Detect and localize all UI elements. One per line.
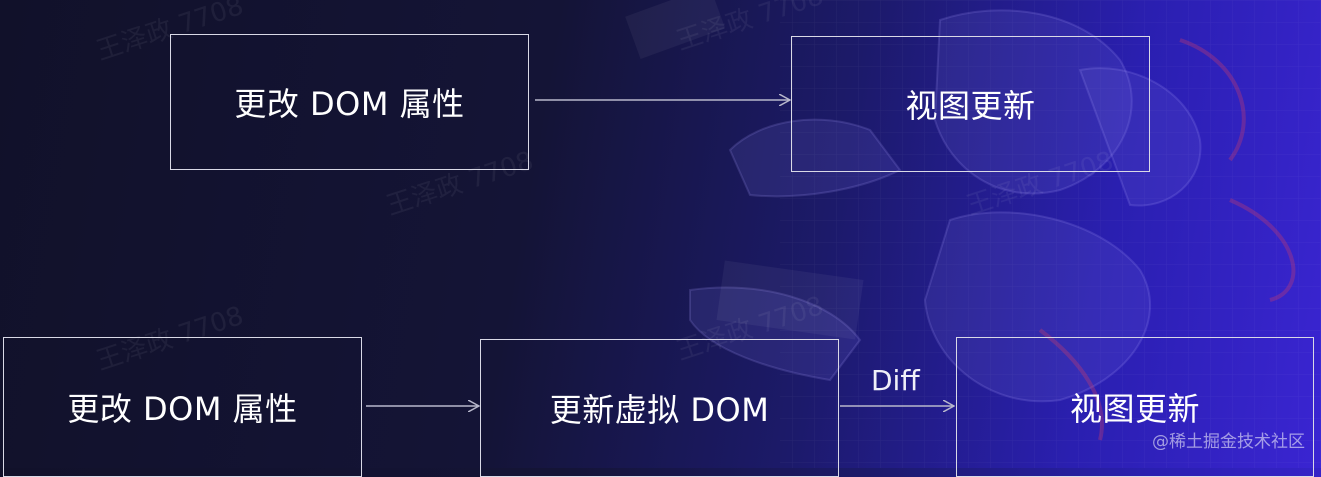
row1-view-update-label: 视图更新: [905, 87, 1036, 125]
row2-virtual-dom-label: 更新虚拟 DOM: [549, 391, 770, 429]
row2-change-dom-box: 更改 DOM 属性: [3, 337, 362, 477]
diff-edge-label: Diff: [871, 364, 920, 397]
row2-view-update-box: 视图更新: [956, 337, 1314, 477]
row1-view-update-box: 视图更新: [791, 36, 1150, 172]
row2-view-update-label: 视图更新: [1069, 390, 1200, 428]
watermark-text: @稀土掘金技术社区: [1152, 432, 1305, 452]
row1-change-dom-label: 更改 DOM 属性: [234, 85, 465, 123]
row1-change-dom-box: 更改 DOM 属性: [170, 34, 529, 170]
row2-virtual-dom-box: 更新虚拟 DOM: [480, 339, 839, 477]
row2-change-dom-label: 更改 DOM 属性: [67, 390, 298, 428]
